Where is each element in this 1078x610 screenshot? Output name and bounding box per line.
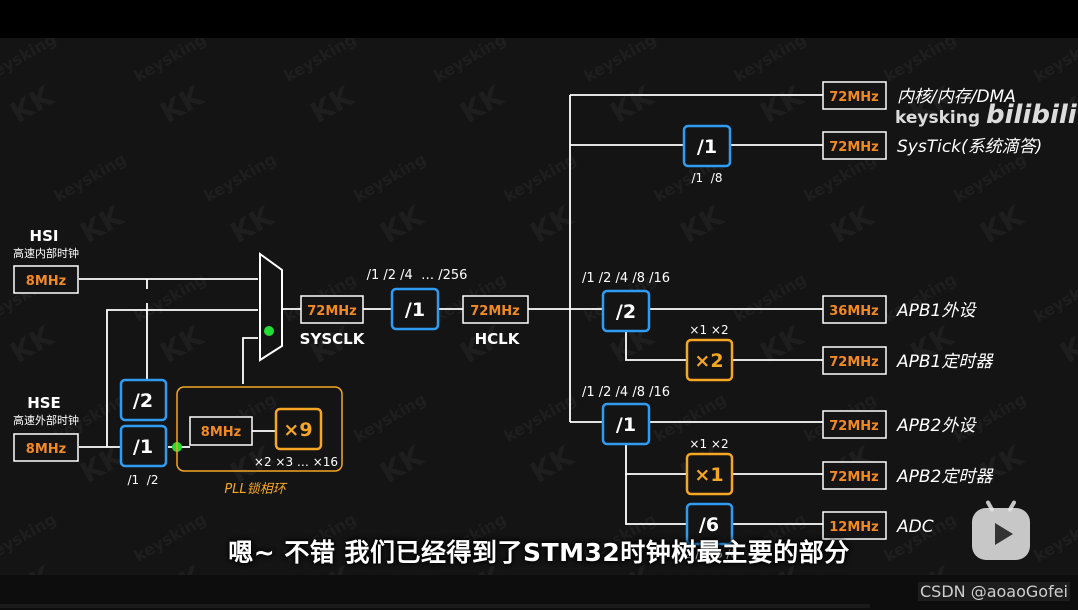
apb2-options: /1 /2 /4 /8 /16 [582,385,670,400]
sysclk-label: SYSCLK [300,330,366,348]
csdn-credit: CSDN @aoaoGofei [918,582,1070,601]
output-label: SysTick(系统滴答) [897,137,1042,157]
apb2-timer-mult: ×1 [694,464,723,486]
play-button[interactable] [972,499,1030,560]
output-label: ADC [896,517,934,537]
hse-freq: 8MHz [26,442,66,457]
ahb-options: /1 /2 /4 … /256 [367,268,468,283]
output-freq: 72MHz [829,355,878,370]
apb1-timer-mult-box: ×2 [685,338,734,382]
mux-select-dot [264,326,274,336]
logo-text: keysking [895,108,980,128]
hclk-freq: 72MHz [470,304,519,319]
output-label: APB2定时器 [896,467,994,487]
output-freq: 12MHz [829,520,878,535]
output-freq: 72MHz [829,419,878,434]
apb1-timer-mult-options: ×1 ×2 [689,323,728,337]
apb2-timer-mult-options: ×1 ×2 [689,437,728,451]
apb2-prescaler-box: /1 [601,402,651,446]
video-subtitle: 嗯~ 不错 我们已经得到了STM32时钟树最主要的部分 [228,538,850,567]
apb2-timer-mult-box: ×1 [685,452,734,496]
apb2-prescaler: /1 [616,414,636,436]
output-label: 内核/内存/DMA [897,87,1016,107]
ahb-prescaler: /1 [405,299,425,321]
pll-mult: ×9 [283,419,312,441]
hse-title: HSE [27,394,61,412]
output-label: APB1定时器 [896,352,994,372]
output-adc: 12MHz ADC [822,511,934,540]
pll-mult-options: ×2 ×3 … ×16 [254,455,338,469]
pll-mult-box: ×9 [274,407,323,451]
clock-tree-diagram: PLL锁相环 HSI 高速内部时钟 HSE 高速外部时钟 8MHz 8MHz 8… [13,81,1042,561]
adc-prescaler: /6 [699,514,719,536]
hse-freq-box: 8MHz [13,433,79,462]
output-apb1-timer: 72MHz APB1定时器 [822,346,994,375]
output-freq: 36MHz [829,304,878,319]
systick-div-options: /1 /8 [692,171,723,185]
bilibili-logo: bilibili [985,100,1077,130]
pll-div2: /2 [133,390,153,412]
clock-mux [259,252,283,362]
hsi-subtitle: 高速内部时钟 [13,246,79,260]
hclk-freq-box: 72MHz [462,295,529,324]
output-core-dma: 72MHz 内核/内存/DMA [822,81,1016,110]
sysclk-freq-box: 72MHz [300,295,364,324]
pll-label: PLL锁相环 [224,482,287,497]
apb1-prescaler: /2 [616,301,636,323]
progress-bar[interactable] [0,604,870,608]
systick-div: /1 [697,136,717,158]
wires [79,94,823,525]
pll-div2-box: /2 [119,378,168,422]
sysclk-freq: 72MHz [307,304,356,319]
output-apb2-periph: 72MHz APB2外设 [822,410,977,439]
hse-subtitle: 高速外部时钟 [13,413,79,427]
pll-div1: /1 [133,436,153,458]
pll-div-options: /1 /2 [128,473,159,487]
video-player[interactable]: keyskingKKkeyskingKKkeyskingKKkeyskingKK… [0,38,1078,575]
pll-input-freq: 8MHz [201,425,241,440]
ahb-prescaler-box: /1 [390,287,440,331]
pll-input-freq-box: 8MHz [189,416,253,446]
hsi-freq: 8MHz [26,274,66,289]
pll-div1-box: /1 [119,424,168,468]
output-systick: 72MHz SysTick(系统滴答) [822,131,1042,160]
hclk-label: HCLK [475,330,521,348]
hsi-freq-box: 8MHz [13,265,79,294]
apb1-options: /1 /2 /4 /8 /16 [582,271,670,286]
output-freq: 72MHz [829,140,878,155]
output-label: APB2外设 [896,416,977,436]
output-apb2-timer: 72MHz APB2定时器 [822,461,994,490]
apb1-timer-mult: ×2 [694,350,723,372]
adc-prescaler-box: /6 [685,502,734,546]
output-label: APB1外设 [896,301,977,321]
output-freq: 72MHz [829,90,878,105]
output-apb1-periph: 36MHz APB1外设 [822,295,977,324]
adc-options: /2 /4 /6 /8 [680,547,738,561]
play-icon [995,523,1013,545]
pll-box [176,386,343,472]
output-freq: 72MHz [829,470,878,485]
systick-div-box: /1 [682,124,732,168]
hsi-title: HSI [30,227,59,245]
apb1-prescaler-box: /2 [601,289,651,333]
